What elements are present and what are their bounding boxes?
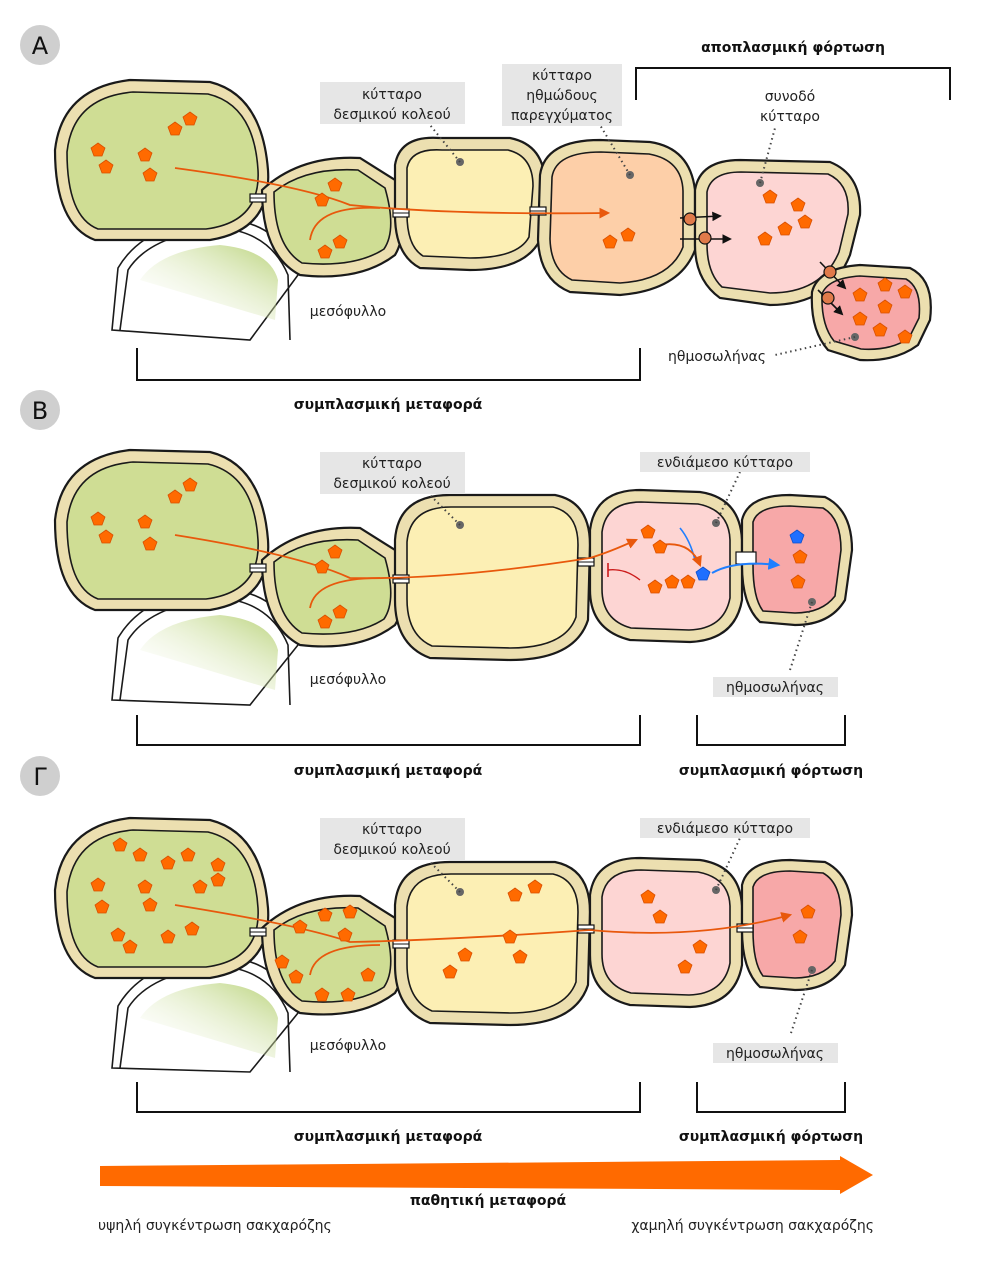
label-low-sucrose: χαμηλή συγκέντρωση σακχαρόζης (631, 1218, 874, 1234)
bracket-symplastic-loading-c (696, 1082, 846, 1113)
label-mesophyll: μεσόφυλλο (310, 304, 386, 320)
plasmodesmata-c (249, 923, 754, 949)
mesophyll-cell-large-vacuole (66, 91, 259, 230)
passive-transport-gradient: παθητική μεταφορά υψηλή συγκέντρωση σακχ… (98, 1156, 874, 1234)
label-bundle-sheath-line2: δεσμικού κολεού (333, 107, 450, 123)
label-sieve-tube-b: ηθμοσωλήνας (726, 680, 824, 696)
label-mesophyll-c: μεσόφυλλο (310, 1038, 386, 1054)
label-symplastic-loading-c: συμπλασμική φόρτωση (679, 1129, 863, 1145)
label-bundle-sheath-line1: κύτταρο (362, 87, 422, 103)
panel-b-badge (20, 390, 60, 430)
bracket-apoplastic-loading (635, 67, 951, 100)
panel-a-letter: Α (32, 32, 49, 60)
sieve-tube-vacuole (821, 275, 921, 351)
panel-a: Α (20, 25, 951, 413)
label-bundle-sheath-b-line2: δεσμικού κολεού (333, 476, 450, 492)
label-symplastic-transport-b: συμπλασμική μεταφορά (294, 763, 483, 779)
label-passive-transport: παθητική μεταφορά (410, 1193, 567, 1209)
label-bundle-sheath-c-line1: κύτταρο (362, 822, 422, 838)
panel-c-letter: Γ (33, 763, 47, 791)
symplastic-flow-arrow (174, 167, 611, 219)
label-symplastic-transport-a: συμπλασμική μεταφορά (294, 397, 483, 413)
gradient-arrow (100, 1156, 873, 1194)
panel-a-badge (20, 25, 60, 65)
label-bundle-sheath-c-line2: δεσμικού κολεού (333, 842, 450, 858)
label-companion-cell-line1: συνοδό (765, 89, 816, 105)
label-bundle-sheath-b-line1: κύτταρο (362, 456, 422, 472)
bracket-symplastic-loading-b (696, 715, 846, 746)
label-high-sucrose: υψηλή συγκέντρωση σακχαρόζης (98, 1218, 332, 1234)
bundle-sheath-vacuole (406, 149, 534, 259)
sucrose-molecules (90, 111, 913, 344)
label-intermediary-cell-b: ενδιάμεσο κύτταρο (657, 455, 793, 471)
label-phloem-parenchyma-line1: κύτταρο (532, 68, 592, 84)
sucrose-molecules-b (90, 477, 808, 629)
bracket-symplastic-transport-c (136, 1082, 641, 1113)
label-sieve-tube: ηθμοσωλήνας (668, 349, 766, 365)
plasmodesmata (249, 193, 547, 218)
panel-c-badge (20, 756, 60, 796)
label-companion-cell-line2: κύτταρο (760, 109, 820, 125)
panel-b: Β (20, 390, 863, 779)
sucrose-molecules-c (90, 837, 816, 1002)
companion-cell-vacuole (706, 171, 849, 294)
panel-b-letter: Β (32, 397, 48, 425)
bracket-symplastic-transport-a (136, 348, 641, 381)
label-apoplastic-loading: αποπλασμική φόρτωση (701, 40, 885, 56)
label-symplastic-loading-b: συμπλασμική φόρτωση (679, 763, 863, 779)
bracket-symplastic-transport-b (136, 715, 641, 746)
label-phloem-parenchyma-line3: παρεγχύματος (511, 108, 613, 124)
panel-c: Γ (20, 756, 863, 1145)
label-mesophyll-b: μεσόφυλλο (310, 672, 386, 688)
label-symplastic-transport-c: συμπλασμική μεταφορά (294, 1129, 483, 1145)
sucrose-transporters (679, 211, 847, 316)
label-phloem-parenchyma-line2: ηθμώδους (526, 88, 598, 104)
phloem-parenchyma-vacuole (549, 151, 684, 284)
label-sieve-tube-c: ηθμοσωλήνας (726, 1046, 824, 1062)
label-intermediary-cell-c: ενδιάμεσο κύτταρο (657, 821, 793, 837)
symplastic-flow-arrow-branch (309, 206, 381, 241)
mesophyll-cell-small-vacuole (273, 168, 392, 265)
